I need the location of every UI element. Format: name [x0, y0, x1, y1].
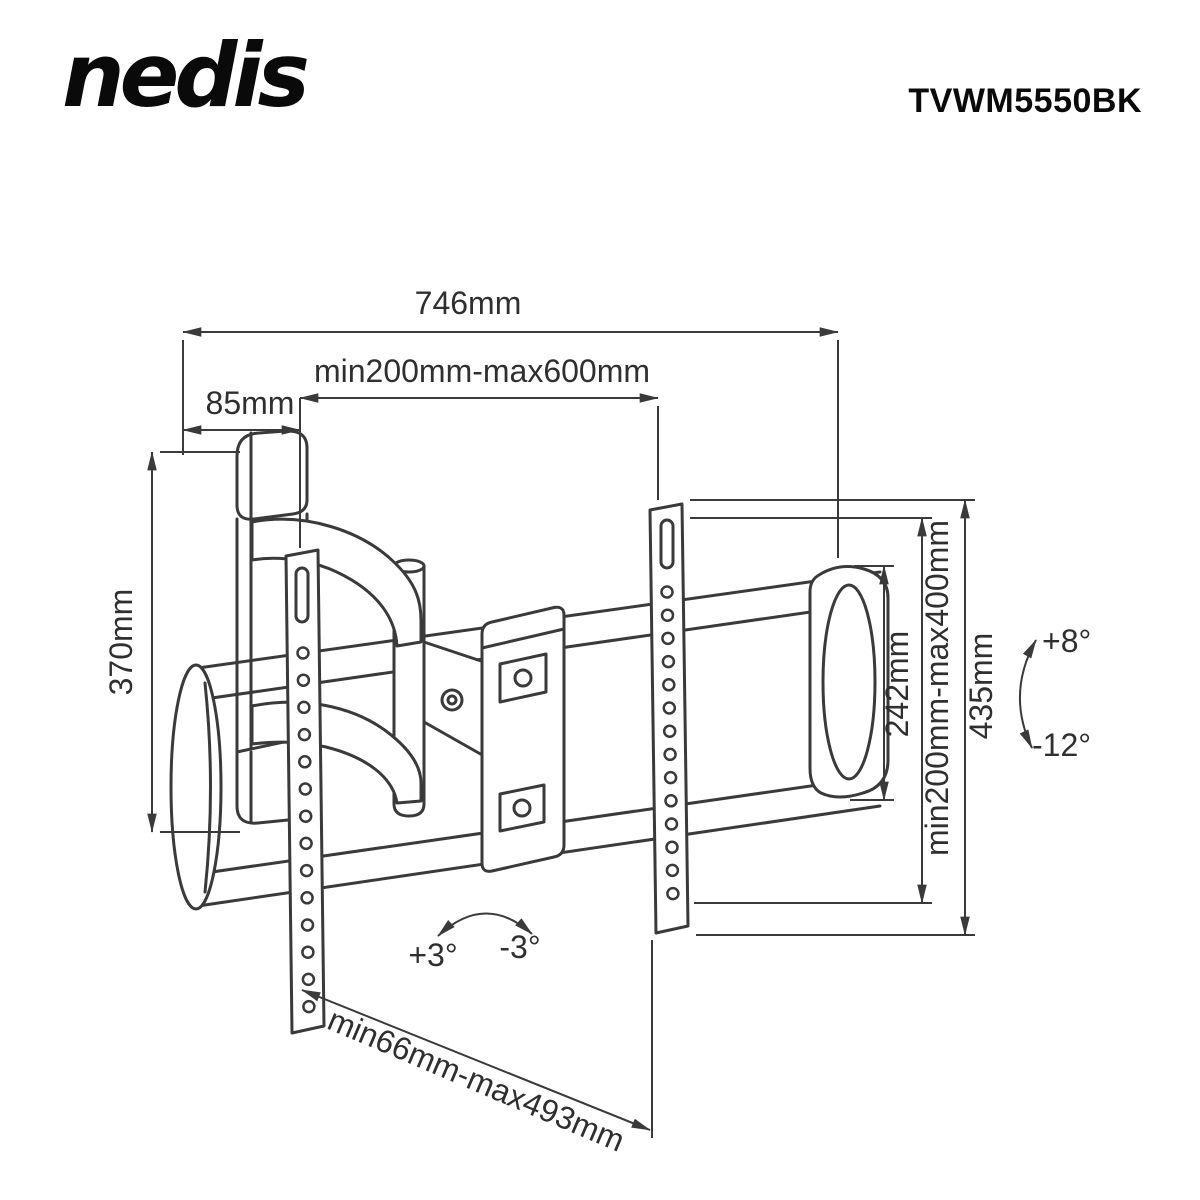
- arm-joint: [440, 688, 464, 712]
- mount-plate-upper: [498, 652, 548, 704]
- dim-total-width: 746mm: [415, 285, 522, 321]
- left-end-cap: [169, 663, 223, 911]
- right-bracket: [808, 565, 890, 799]
- tilt-down-label: -12°: [1032, 727, 1091, 763]
- swivel-plus-label: +3°: [408, 937, 457, 973]
- center-bracket-column: [480, 605, 566, 873]
- vesa-rail-left: [284, 548, 326, 1035]
- dim-total-height: 435mm: [963, 633, 999, 740]
- tilt-arc: [1018, 639, 1037, 749]
- articulating-arm: [250, 517, 486, 818]
- tilt-up-label: +8°: [1042, 623, 1091, 659]
- swivel-minus-label: -3°: [499, 929, 540, 965]
- swivel-arc: [437, 912, 533, 937]
- vesa-holes-left: [296, 646, 316, 1014]
- dim-line-wall-distance: [301, 989, 651, 1131]
- dim-wall-distance-range: min66mm-max493mm: [323, 1001, 630, 1159]
- dim-wall-plate-height: 370mm: [103, 589, 139, 696]
- dim-bracket-height: 242mm: [879, 631, 915, 738]
- vesa-slot-right: [659, 518, 675, 570]
- vesa-slot-left: [294, 566, 310, 624]
- dim-wall-plate-width: 85mm: [206, 385, 295, 421]
- model-number: TVWM5550BK: [908, 82, 1142, 120]
- brand-logo: nedis: [62, 24, 310, 127]
- vesa-holes-right: [660, 585, 680, 901]
- vesa-rail-right: [648, 502, 690, 935]
- dim-vesa-width-range: min200mm-max600mm: [314, 353, 650, 389]
- dim-vesa-height-range: min200mm-max400mm: [919, 520, 955, 856]
- mount-plate-lower: [498, 783, 546, 833]
